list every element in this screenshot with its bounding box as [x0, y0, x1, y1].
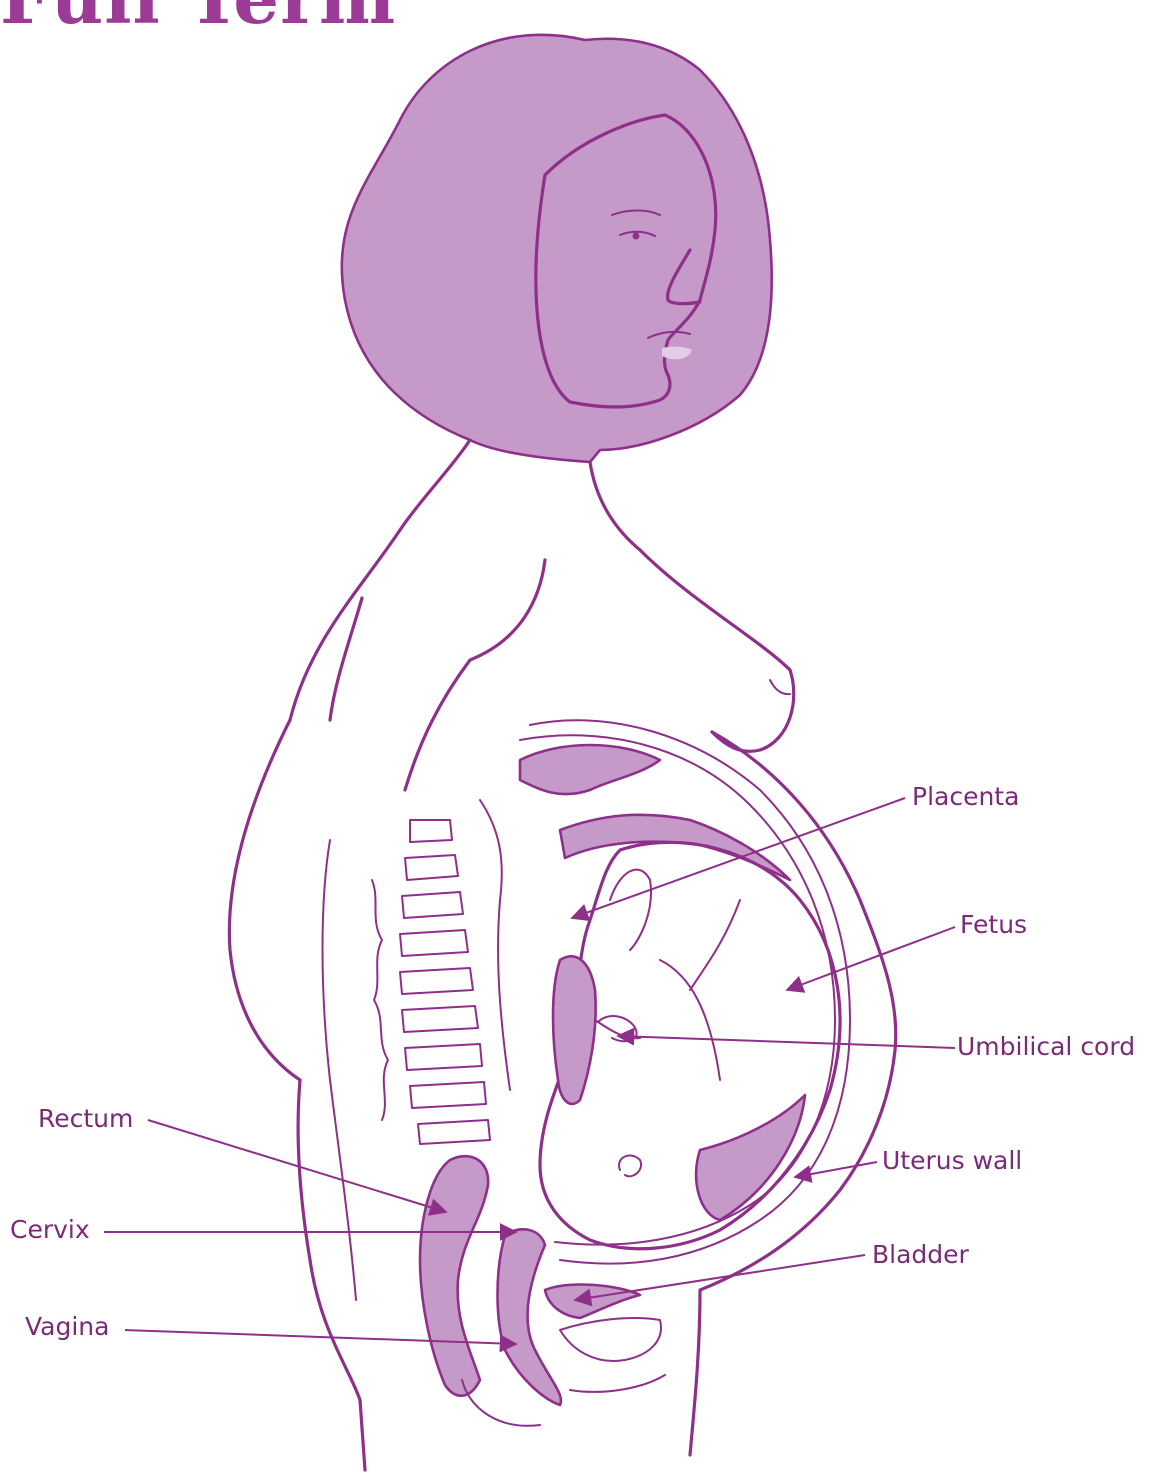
label-vagina: Vagina — [25, 1312, 109, 1342]
umbilical-cord-leader — [618, 1036, 955, 1048]
rectum-leader — [148, 1120, 446, 1212]
uterus-wall-leader — [795, 1162, 877, 1177]
vagina-leader — [125, 1330, 516, 1344]
bladder-leader — [575, 1255, 865, 1300]
label-fetus: Fetus — [960, 910, 1027, 940]
fetus-leader — [787, 927, 955, 990]
label-placenta: Placenta — [912, 782, 1019, 812]
label-umbilical-cord: Umbilical cord — [957, 1032, 1135, 1062]
label-uterus-wall: Uterus wall — [882, 1146, 1022, 1176]
label-cervix: Cervix — [10, 1215, 90, 1245]
label-bladder: Bladder — [872, 1240, 969, 1270]
label-rectum: Rectum — [38, 1104, 133, 1134]
placenta-leader — [572, 798, 905, 918]
